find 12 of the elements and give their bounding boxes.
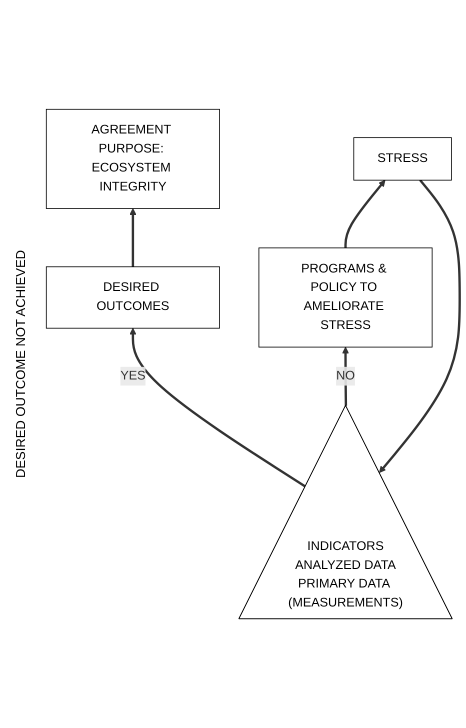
- arrow: [129, 328, 306, 488]
- node-box: DESIRED OUTCOMES: [46, 266, 220, 329]
- node-box: STRESS: [353, 137, 452, 181]
- arrow: [129, 208, 136, 267]
- arrow: [379, 179, 461, 473]
- arrow: [344, 180, 386, 248]
- arrow: [342, 346, 349, 406]
- node-box: AGREEMENT PURPOSE: ECOSYSTEM INTEGRITY: [46, 108, 220, 209]
- node-box: PROGRAMS & POLICY TO AMELIORATE STRESS: [258, 247, 433, 348]
- rotated-note: DESIRED OUTCOME NOT ACHIEVED: [12, 250, 28, 478]
- edge-label: NO: [336, 369, 355, 383]
- edge-label: YES: [120, 369, 146, 383]
